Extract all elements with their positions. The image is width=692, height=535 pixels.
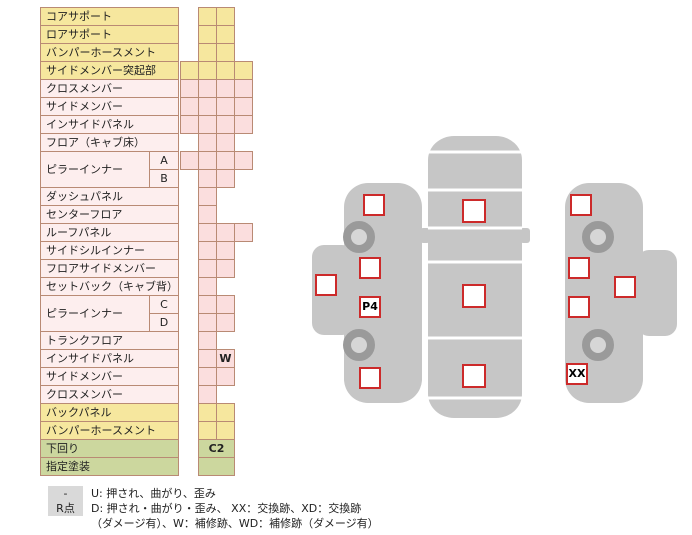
damage-marker[interactable] [462, 199, 486, 223]
row-label: サイドメンバー [40, 367, 179, 386]
damage-cell[interactable] [198, 457, 235, 476]
car-right-side-view [565, 183, 677, 403]
row-label: クロスメンバー [40, 79, 179, 98]
damage-marker[interactable] [614, 276, 636, 298]
damage-marker[interactable] [359, 367, 381, 389]
table-row: ロアサポート [40, 25, 300, 44]
table-row: バンパーホースメント [40, 421, 300, 440]
table-row: サイドシルインナー [40, 241, 300, 260]
table-row: クロスメンバー [40, 79, 300, 98]
damage-marker[interactable] [315, 274, 337, 296]
table-row: センターフロア [40, 205, 300, 224]
damage-marker[interactable] [462, 364, 486, 388]
row-label: センターフロア [40, 205, 179, 224]
damage-marker[interactable] [359, 257, 381, 279]
damage-cell-group [180, 61, 255, 80]
damage-cell-group: C2 [180, 439, 255, 458]
damage-cell-group [180, 421, 255, 440]
car-top-view [420, 136, 530, 418]
damage-cell-group [180, 259, 255, 278]
damage-cell-group: W [180, 349, 255, 368]
legend-text: （ダメージ有）、W：補修跡、WD：補修跡（ダメージ有） [91, 517, 379, 530]
damage-cell[interactable] [216, 367, 235, 386]
sub-row-label: A [149, 151, 179, 170]
table-row-group-pillar-inner-ab: ピラーインナー A B [40, 151, 300, 188]
damage-cell-C2[interactable]: C2 [198, 439, 235, 458]
right-mirror [520, 228, 530, 243]
row-label: バックパネル [40, 403, 179, 422]
damage-marker-XX[interactable]: XX [566, 363, 588, 385]
sub-row-c: C [149, 295, 299, 314]
damage-marker[interactable] [570, 194, 592, 216]
damage-cell[interactable] [216, 313, 235, 332]
legend-text: U: 押され、曲がり、歪み [91, 487, 216, 500]
damage-cell-group [180, 43, 255, 62]
table-row: コアサポート [40, 7, 300, 26]
row-label: フロア（キャブ床） [40, 133, 179, 152]
row-label: 指定塗装 [40, 457, 179, 476]
damage-marker[interactable] [568, 257, 590, 279]
sub-row-b: B [149, 169, 299, 188]
legend-key-rpoint: R点 [48, 501, 83, 516]
row-label: セットバック（キャブ背） [40, 277, 179, 296]
damage-cell-group [180, 25, 255, 44]
damage-cell[interactable] [234, 151, 253, 170]
legend-text: D: 押され・曲がり・歪み、 XX：交換跡、XD：交換跡 [91, 502, 362, 515]
damage-marker[interactable] [363, 194, 385, 216]
row-label: ピラーインナー [40, 151, 150, 188]
rear-wheel [582, 329, 614, 361]
damage-parts-table: コアサポート ロアサポート バンパーホースメント サイドメンバー突起部 クロスメ… [40, 7, 300, 476]
table-row: サイドメンバー [40, 367, 300, 386]
table-row: バックパネル [40, 403, 300, 422]
sub-row-d: D [149, 313, 299, 332]
table-row: サイドメンバー突起部 [40, 61, 300, 80]
table-row: フロア（キャブ床） [40, 133, 300, 152]
damage-cell-group [180, 115, 255, 134]
front-wheel [582, 221, 614, 253]
damage-cell-group [180, 313, 255, 332]
table-row: サイドメンバー [40, 97, 300, 116]
row-label: サイドシルインナー [40, 241, 179, 260]
row-label: サイドメンバー [40, 97, 179, 116]
legend-key-normal: - [48, 486, 83, 501]
damage-cell[interactable] [234, 115, 253, 134]
table-row: インサイドパネル [40, 115, 300, 134]
table-row: ルーフパネル [40, 223, 300, 242]
damage-cell-group [180, 403, 255, 422]
legend-line: R点 D: 押され・曲がり・歪み、 XX：交換跡、XD：交換跡 [48, 501, 379, 516]
left-mirror [420, 228, 430, 243]
legend: -U: 押され、曲がり、歪み R点 D: 押され・曲がり・歪み、 XX：交換跡、X… [48, 486, 379, 531]
damage-cell-group [180, 223, 255, 242]
row-label: サイドメンバー突起部 [40, 61, 179, 80]
row-label: バンパーホースメント [40, 43, 179, 62]
damage-cell-group [180, 169, 255, 188]
damage-marker-P4[interactable]: P4 [359, 296, 381, 318]
damage-cell-group [180, 457, 255, 476]
damage-marker[interactable] [568, 296, 590, 318]
legend-line: （ダメージ有）、W：補修跡、WD：補修跡（ダメージ有） [48, 516, 379, 531]
table-row: バンパーホースメント [40, 43, 300, 62]
damage-cell-group [180, 151, 255, 170]
front-wheel [343, 221, 375, 253]
rear-wheel [343, 329, 375, 361]
legend-line: -U: 押され、曲がり、歪み [48, 486, 379, 501]
damage-cell[interactable] [234, 223, 253, 242]
table-row: 指定塗装 [40, 457, 300, 476]
row-label: バンパーホースメント [40, 421, 179, 440]
sub-row-a: A [149, 151, 299, 170]
row-label: インサイドパネル [40, 115, 179, 134]
damage-cell[interactable] [216, 259, 235, 278]
table-row-group-pillar-inner-cd: ピラーインナー C D [40, 295, 300, 332]
damage-cell-group [180, 295, 255, 314]
row-label: ピラーインナー [40, 295, 150, 332]
damage-cell-group [180, 79, 255, 98]
row-label: ルーフパネル [40, 223, 179, 242]
damage-marker[interactable] [462, 284, 486, 308]
damage-cell-group [180, 241, 255, 260]
row-label: ロアサポート [40, 25, 179, 44]
damage-cell[interactable] [216, 169, 235, 188]
